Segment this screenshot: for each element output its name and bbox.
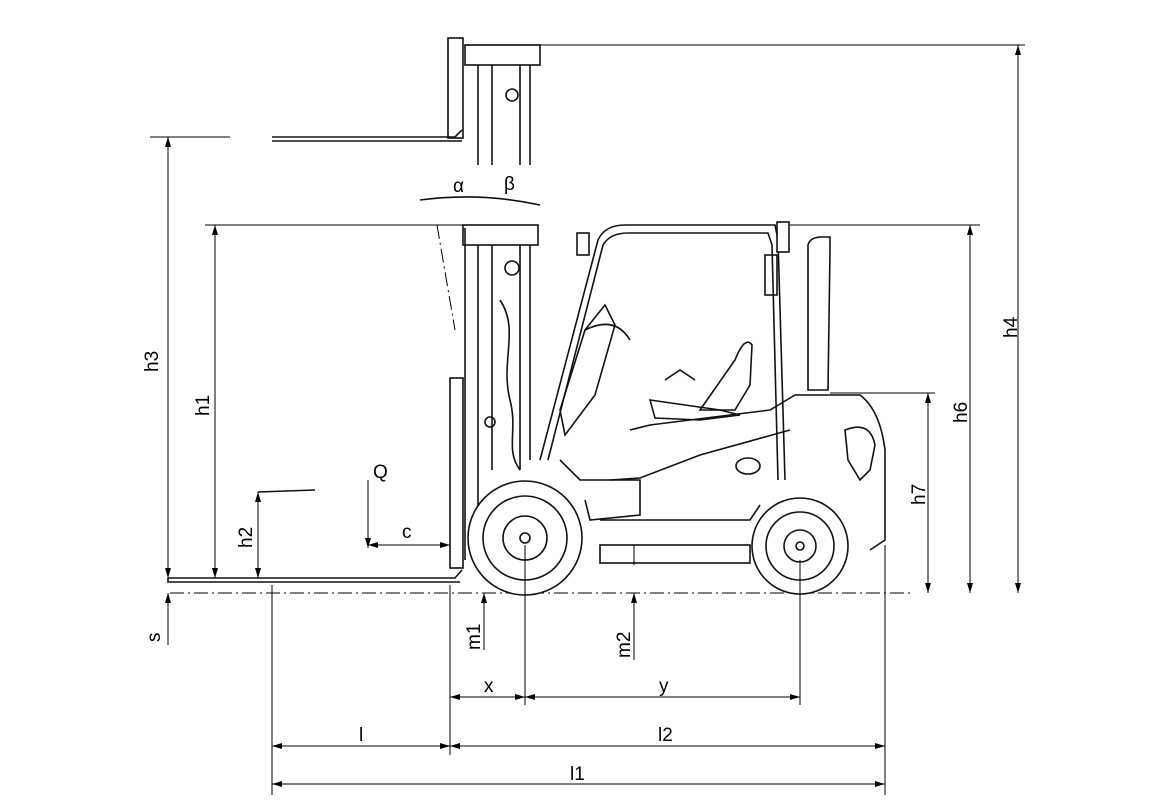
label-h7: h7 bbox=[909, 484, 930, 505]
extension-lines bbox=[150, 44, 1025, 795]
raised-mast bbox=[272, 37, 541, 165]
label-h3: h3 bbox=[142, 351, 163, 372]
label-s: s bbox=[144, 633, 165, 643]
label-m1: m1 bbox=[464, 624, 485, 650]
label-alpha: α bbox=[453, 176, 464, 197]
label-y: y bbox=[659, 676, 669, 697]
mast bbox=[419, 196, 541, 560]
label-beta: β bbox=[504, 174, 515, 195]
label-h6: h6 bbox=[951, 402, 972, 423]
label-h2: h2 bbox=[236, 527, 257, 548]
label-c: c bbox=[402, 522, 412, 543]
label-l2: l2 bbox=[658, 725, 673, 746]
dimension-lines bbox=[165, 45, 1021, 787]
label-l1: l1 bbox=[570, 764, 585, 785]
label-l: l bbox=[359, 725, 363, 746]
fork bbox=[167, 377, 464, 583]
label-h1: h1 bbox=[193, 395, 214, 416]
truck-body bbox=[539, 221, 886, 564]
label-m2: m2 bbox=[614, 632, 635, 658]
label-h4: h4 bbox=[1001, 316, 1022, 338]
label-Q: Q bbox=[373, 462, 388, 483]
label-x: x bbox=[484, 676, 494, 697]
